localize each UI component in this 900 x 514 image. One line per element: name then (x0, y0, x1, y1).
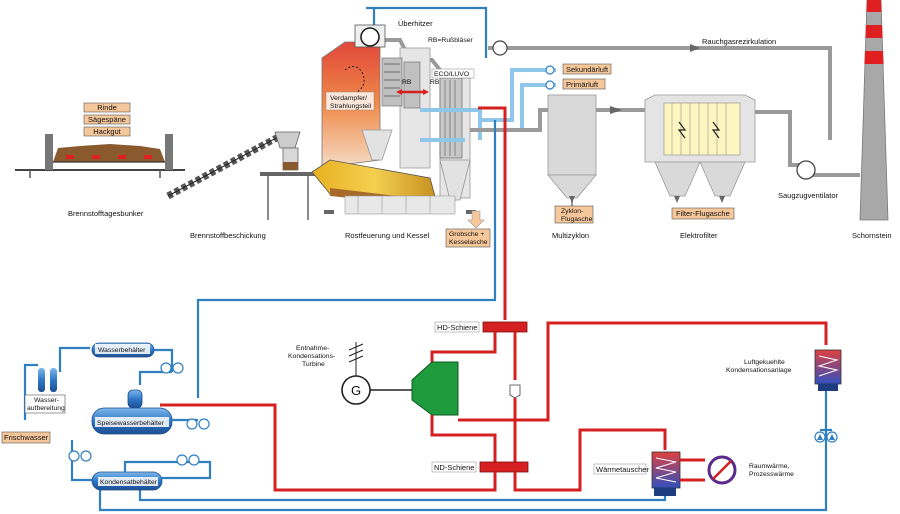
label-hd-schiene: HD-Schiene (437, 323, 477, 332)
coarse-ash-box: Grobsche + Kesselasche (445, 210, 491, 248)
fuel-type-labels: Rinde Sägespäne Hackgut (83, 102, 131, 137)
label-nd-schiene: ND-Schiene (434, 463, 474, 472)
label-hackgut: Hackgut (93, 127, 121, 136)
label-saegespaene: Sägespäne (88, 115, 126, 124)
label-multizyklon: Multizyklon (552, 231, 589, 240)
label-brennstoffbeschickung: Brennstoffbeschickung (190, 231, 266, 240)
label-rb-2: RB (430, 79, 440, 86)
label-brennstofftagesbunker: Brennstofftagesbunker (68, 209, 144, 218)
exhaust-to-condenser (458, 321, 828, 422)
hd-header (482, 321, 528, 333)
label-luftkondens-line2: Kondensationsanlage (726, 367, 792, 374)
nd-header (479, 461, 529, 473)
fuel-conveyor (166, 131, 315, 220)
label-rostfeuerung: Rostfeuerung und Kessel (345, 231, 430, 240)
label-primaerluft: Primärluft (566, 80, 599, 89)
label-ueberhitzer: Überhitzer (398, 19, 433, 28)
label-verdampfer-line2: Strahlungsteil (330, 103, 372, 110)
label-turbine-line2: Kondensations- (288, 353, 335, 360)
air-cooled-condenser (814, 349, 842, 391)
label-elektrofilter: Elektrofilter (680, 231, 718, 240)
label-rb-russblaeser: RB=Rußbläser (428, 37, 474, 44)
label-zyklon-line1: Zyklon- (561, 208, 583, 215)
feedwater-line (196, 120, 497, 398)
label-grobsche-line1: Grobsche + (449, 231, 484, 238)
label-sekundaerluft: Sekundärluft (566, 65, 609, 74)
label-eco-luvo: ECO/LUVO (434, 71, 469, 78)
label-grobsche-line2: Kesselasche (449, 239, 488, 246)
label-frischwasser: Frischwasser (4, 433, 49, 442)
label-raumwaerme-line1: Raumwärme, (749, 463, 790, 470)
live-steam-line (478, 106, 507, 320)
flue-gas-recirculation (488, 40, 832, 140)
heat-exchanger (651, 451, 681, 496)
feedwater-tank (91, 389, 210, 435)
fuel-bunker (15, 134, 185, 178)
multicyclone (547, 94, 597, 206)
label-turbine-line1: Entnahme- (296, 345, 329, 352)
label-waermetauscher: Wärmetauscher (596, 465, 649, 474)
label-generator: G (351, 383, 361, 398)
label-zyklon-line2: Flugasche (561, 216, 593, 223)
induced-draft-fan-icon (796, 160, 816, 180)
label-wasseraufbereitung-line2: aufbereitung (27, 405, 65, 412)
label-luftkondens-line1: Luftgekuehlte (744, 359, 785, 366)
condensate-pumps (814, 431, 838, 443)
label-turbine-line3: Turbine (302, 361, 325, 368)
label-speisewasserbehaelter: Speisewasserbehälter (97, 420, 165, 427)
label-schornstein: Schornstein (852, 231, 892, 240)
label-rinde: Rinde (97, 103, 117, 112)
label-wasseraufbereitung-line1: Wasser- (34, 397, 59, 404)
label-rauchgasrezirkulation: Rauchgasrezirkulation (702, 37, 776, 46)
label-kondensatbehaelter: Kondensatbehälter (100, 479, 158, 486)
label-verdampfer-line1: Verdampfer/ (330, 95, 367, 102)
chimney (859, 0, 889, 221)
label-rb-1: RB (402, 79, 412, 86)
label-wasserbehaelter: Wasserbehälter (98, 347, 146, 354)
label-saugzug: Saugzugventilator (778, 191, 839, 200)
turbine: G (341, 342, 459, 416)
air-supply-lines (480, 65, 556, 132)
label-filter-flugasche: Filter-Flugasche (676, 209, 730, 218)
label-raumwaerme-line2: Prozesswärme (749, 471, 794, 478)
condensate-return-line (98, 391, 828, 512)
electrostatic-precipitator (644, 94, 756, 203)
